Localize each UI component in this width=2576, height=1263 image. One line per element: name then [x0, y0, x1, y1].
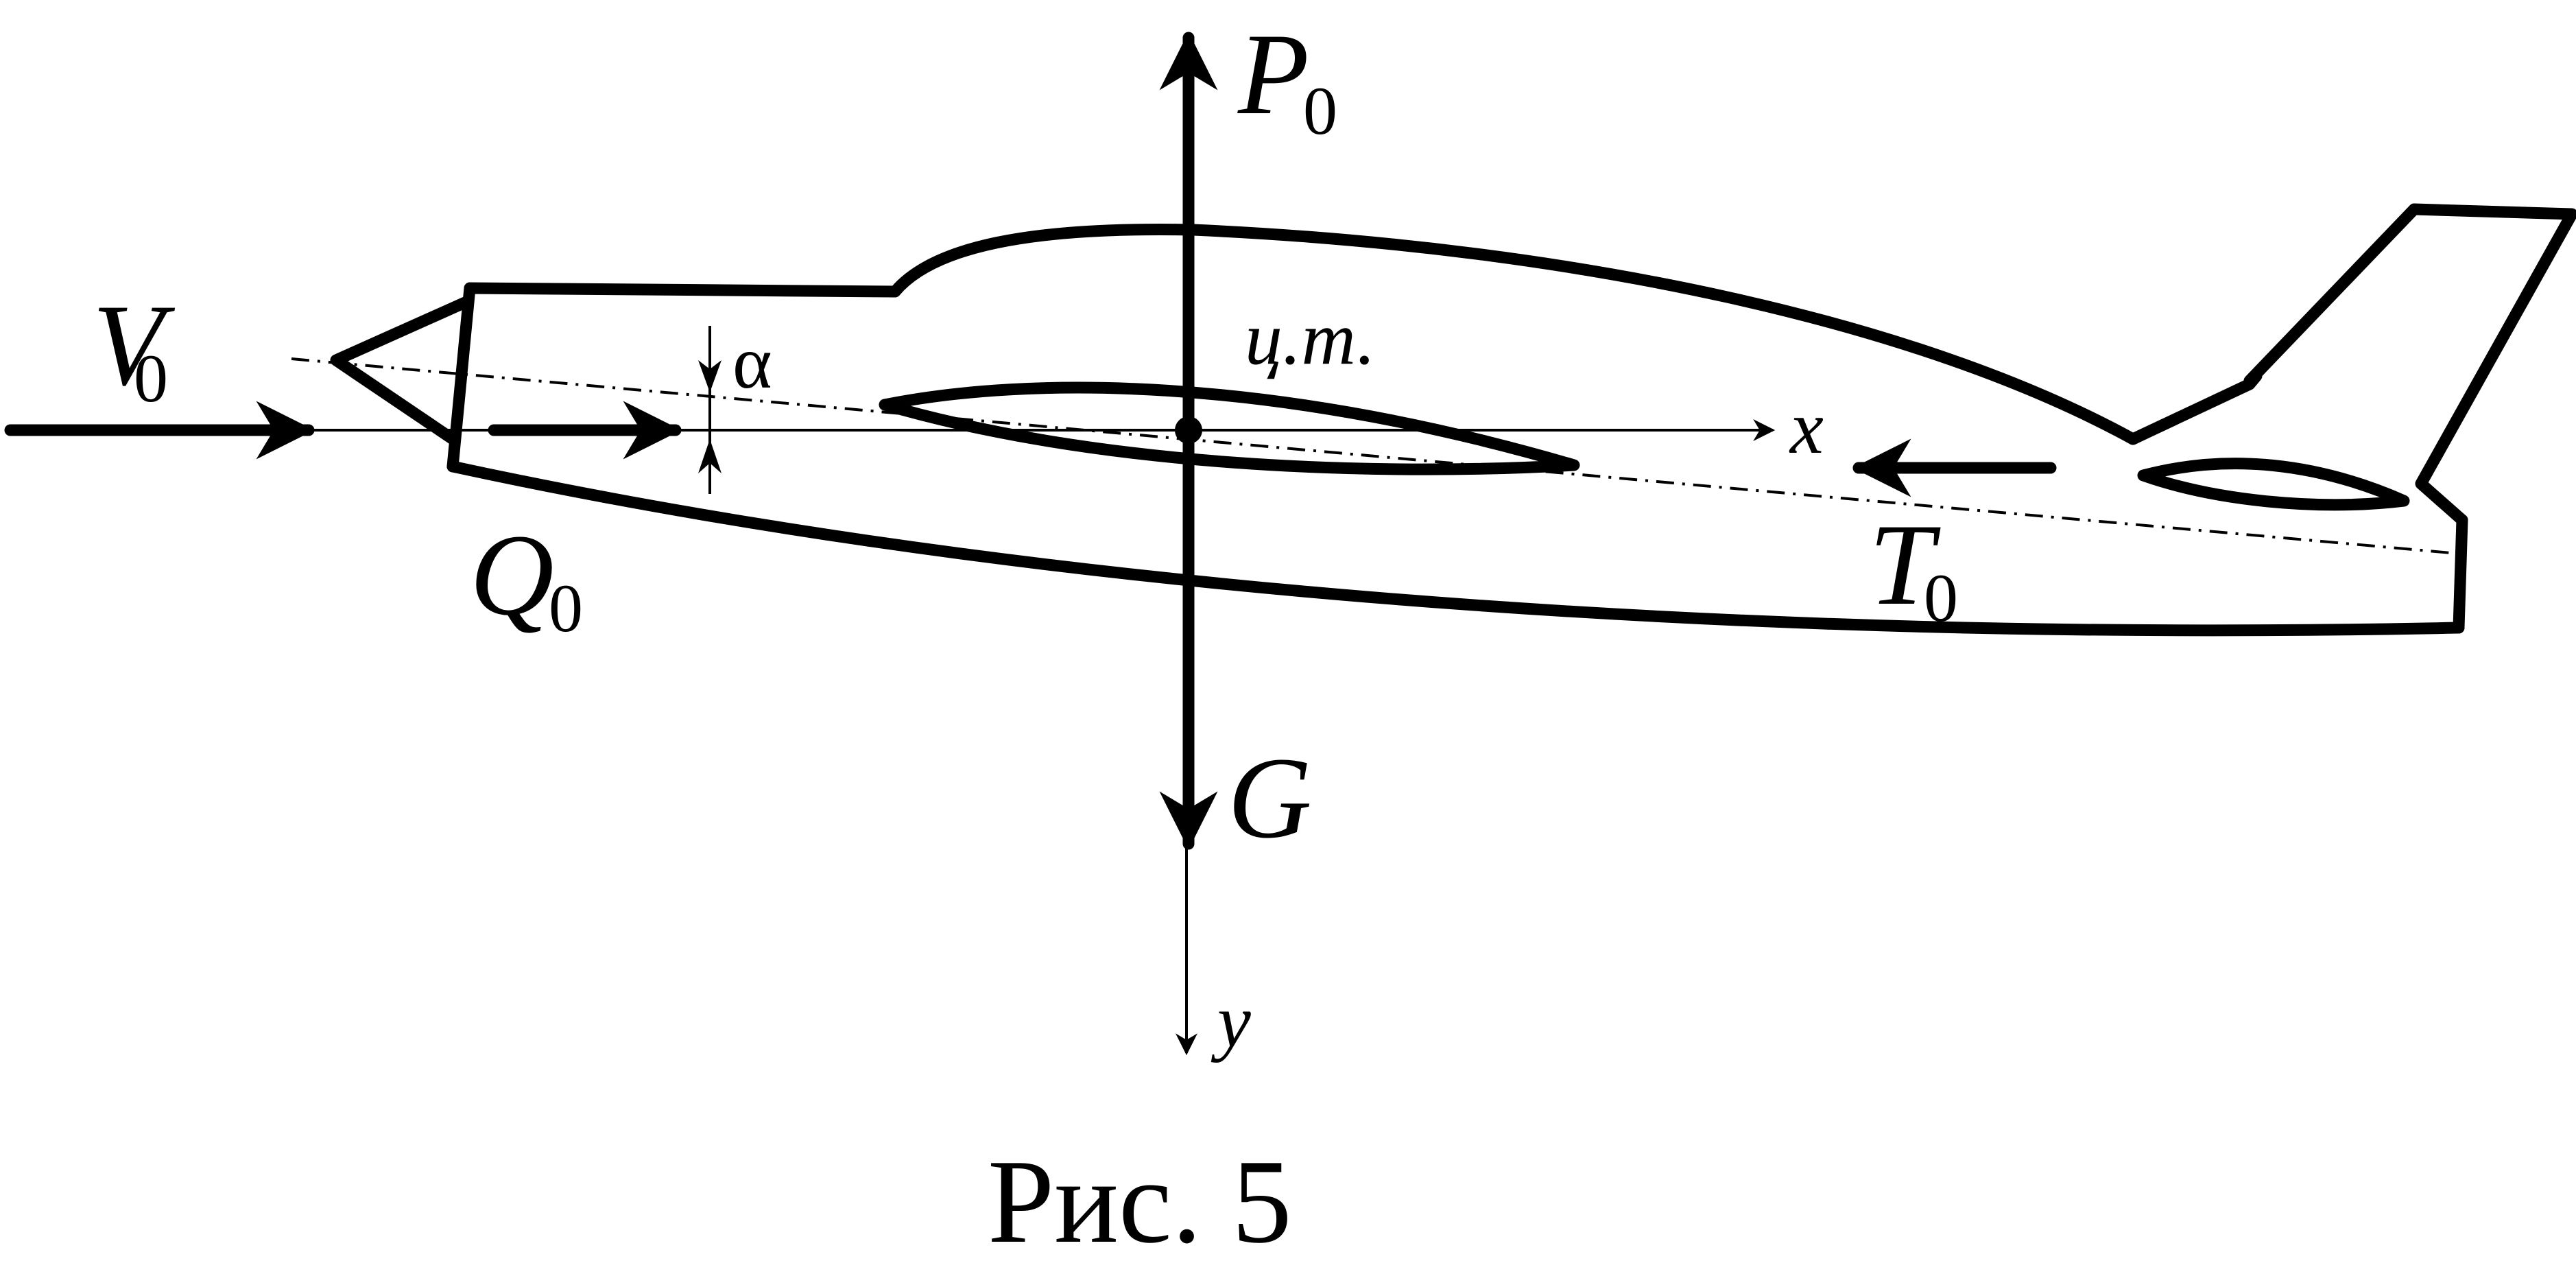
drag-label: Q [470, 510, 554, 639]
y-axis-label: y [1211, 979, 1251, 1063]
body-axis-line [291, 357, 2459, 555]
lift-label: P [1237, 10, 1309, 139]
center-of-gravity-dot [1175, 416, 1202, 444]
drag-subscript: 0 [549, 570, 583, 646]
figure-caption: Рис. 5 [988, 1135, 1292, 1263]
thrust-label: T [1869, 500, 1941, 629]
angle-label: α [732, 320, 772, 404]
lift-subscript: 0 [1303, 73, 1337, 149]
center-of-gravity-label: ц.т. [1245, 296, 1376, 380]
fuselage-outline [330, 203, 2576, 637]
velocity-subscript: 0 [134, 340, 168, 416]
thrust-subscript: 0 [1924, 560, 1958, 636]
tail-airfoil [2137, 458, 2410, 511]
weight-label: G [1228, 733, 1312, 862]
wing-airfoil [879, 381, 1580, 475]
velocity-label: V [93, 281, 176, 410]
x-axis-label: x [1789, 386, 1824, 469]
angle-indicator [698, 326, 721, 494]
